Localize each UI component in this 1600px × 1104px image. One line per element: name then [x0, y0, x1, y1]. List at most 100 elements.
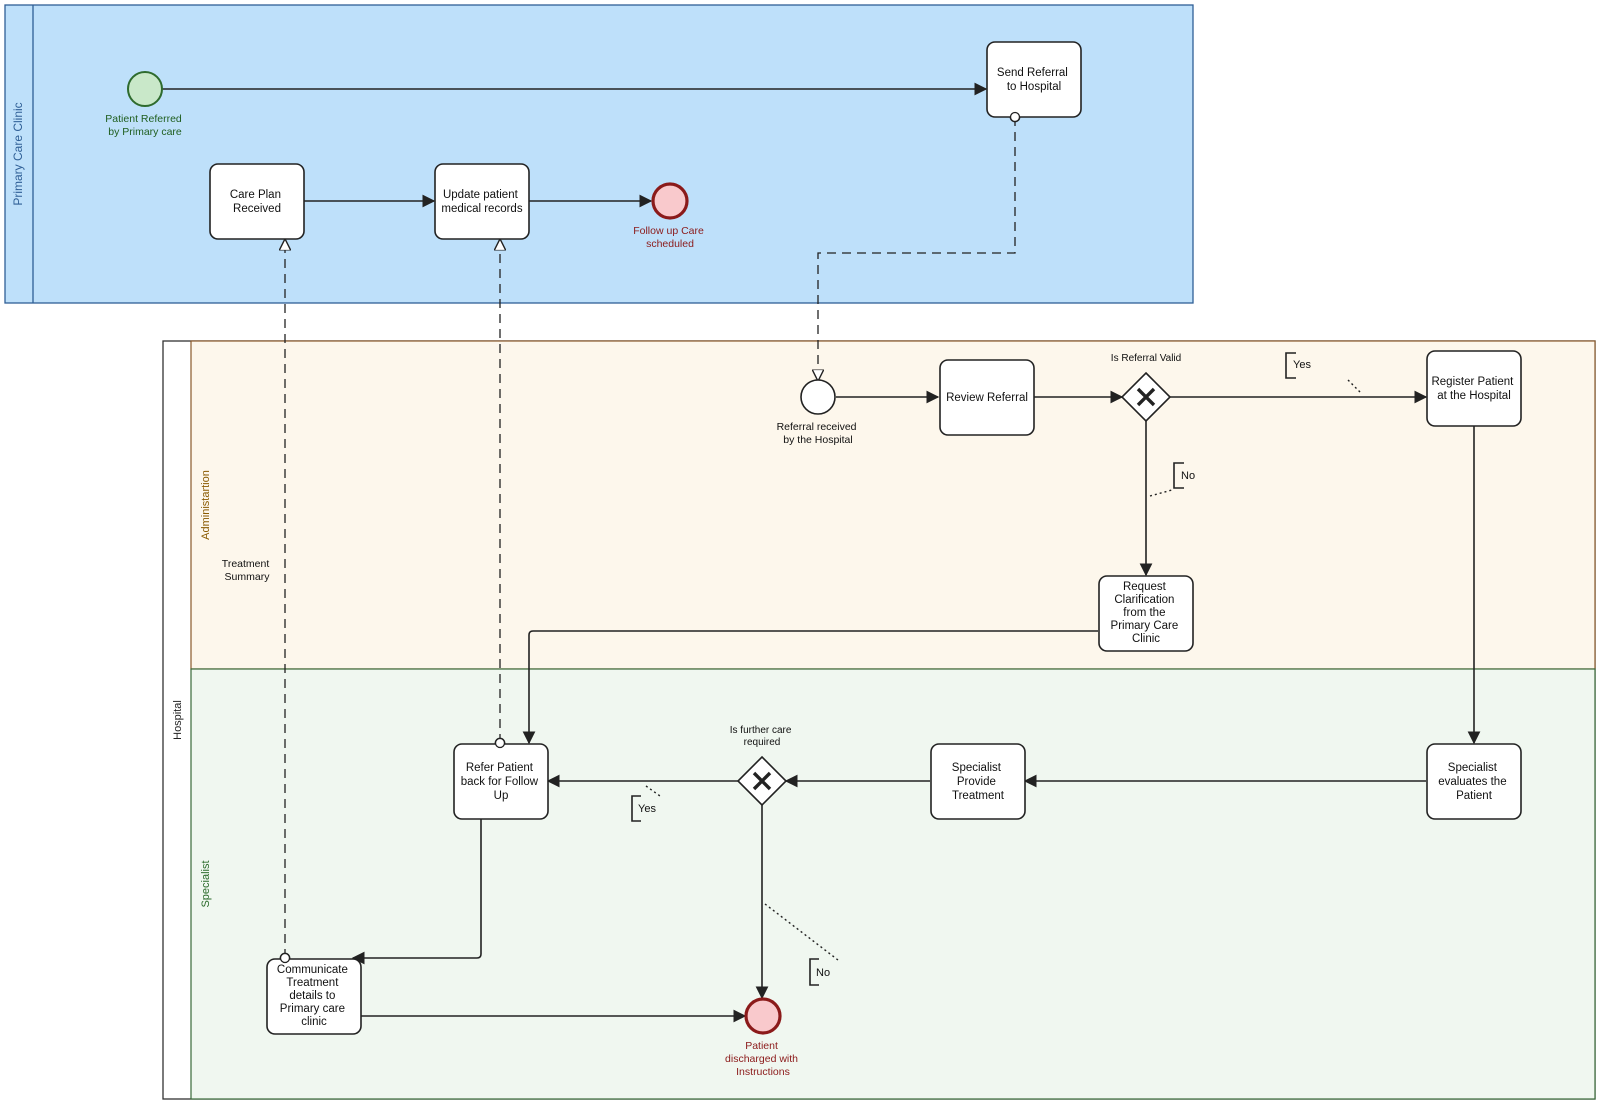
pool-label-hospital: Hospital	[172, 700, 184, 740]
start-event-patient-referred: Patient Referred by Primary care	[105, 71, 184, 138]
task-care-plan-received: Care Plan Received	[209, 163, 305, 240]
svg-text:Request Clarification: Request Clarification from the Primary C…	[1111, 581, 1182, 645]
task-clarification-line3: from the	[1123, 607, 1165, 619]
end-event-discharged-line3: Instructions	[736, 1066, 790, 1078]
message-flow-referral	[818, 117, 1015, 380]
task-update-records-line1: Update patient	[443, 189, 519, 201]
svg-text:Follow up Care scheduled: Follow up Care scheduled	[633, 225, 707, 250]
lane-label-administration: Administartion	[200, 470, 212, 540]
svg-text:Specialist Provide: Specialist Provide Treatment	[952, 762, 1005, 802]
svg-text:Register Patient at the: Register Patient at the Hospital	[1431, 376, 1516, 402]
task-send-referral: Send Referral to Hospital	[986, 41, 1082, 118]
gateway-further-care: Is further care required	[730, 725, 794, 807]
task-review-referral-line1: Review Referral	[946, 392, 1028, 404]
task-care-plan-line2: Received	[233, 203, 281, 215]
start-event-label-line2: by Primary care	[108, 126, 182, 138]
task-refer-back-line3: Up	[494, 790, 509, 802]
annotation-connector-referral-yes	[1347, 379, 1363, 395]
gateway-referral-valid: Is Referral Valid	[1111, 353, 1181, 423]
gateway-referral-valid-label: Is Referral Valid	[1111, 353, 1181, 364]
svg-text:Is further care required: Is further care required	[730, 725, 794, 748]
task-treatment-line1: Specialist	[952, 762, 1002, 774]
task-clarification-line2: Clarification	[1114, 594, 1174, 606]
task-treatment-line2: Provide	[957, 776, 996, 788]
end-event-discharged-line1: Patient	[745, 1040, 778, 1052]
end-event-follow-up-line1: Follow up Care	[633, 225, 704, 237]
end-event-follow-up-scheduled: Follow up Care scheduled	[633, 182, 707, 250]
task-register-line2: at the Hospital	[1437, 390, 1511, 402]
svg-text:Send Referral to Hospita: Send Referral to Hospital	[997, 67, 1071, 93]
annotation-referral-yes: Yes	[1285, 352, 1311, 379]
svg-text:Referral received by the: Referral received by the Hospital	[777, 421, 860, 446]
treatment-summary-line1: Treatment	[222, 558, 270, 570]
svg-text:Update patient medical r: Update patient medical records	[441, 189, 522, 215]
start-event-received-line1: Referral received	[777, 421, 857, 433]
annotation-further-no-text: No	[816, 967, 830, 979]
task-clarification-line1: Request	[1123, 581, 1167, 593]
start-event-referral-received: Referral received by the Hospital	[777, 379, 860, 446]
svg-text:Specialist evaluates the: Specialist evaluates the Patient	[1438, 762, 1510, 802]
svg-text:Communicate Treatment: Communicate Treatment details to Primary…	[277, 964, 351, 1028]
sequence-flows	[162, 82, 1481, 1023]
task-update-records: Update patient medical records	[434, 163, 530, 240]
svg-text:Review Referral: Review Referral	[946, 392, 1028, 404]
task-review-referral: Review Referral	[939, 359, 1035, 436]
annotation-connectors	[645, 379, 1363, 961]
annotation-referral-yes-text: Yes	[1293, 359, 1311, 371]
task-specialist-treatment: Specialist Provide Treatment	[930, 743, 1026, 820]
annotation-further-no: No	[809, 958, 830, 986]
task-register-line1: Register Patient	[1431, 376, 1514, 388]
task-communicate-line3: details to	[289, 990, 335, 1002]
task-specialist-evaluates: Specialist evaluates the Patient	[1426, 743, 1522, 820]
task-communicate-line5: clinic	[301, 1016, 327, 1028]
end-event-follow-up-line2: scheduled	[646, 238, 694, 250]
svg-text:Treatment Summary: Treatment Summary	[222, 558, 272, 583]
task-refer-back: Refer Patient back for Follow Up	[453, 743, 549, 820]
annotation-connector-further-no	[764, 903, 839, 961]
flow-clarification-to-refer	[522, 630, 1098, 745]
gateway-further-care-line2: required	[744, 737, 781, 748]
message-flows	[285, 117, 1015, 958]
label-treatment-summary: Treatment Summary	[222, 558, 272, 583]
pool-label-primary-care: Primary Care Clinic	[11, 102, 25, 205]
task-send-referral-line1: Send Referral	[997, 67, 1068, 79]
svg-text:Care Plan Received: Care Plan Received	[230, 189, 284, 215]
svg-text:Refer Patient back for F: Refer Patient back for Follow Up	[461, 762, 542, 802]
task-treatment-line3: Treatment	[952, 790, 1005, 802]
message-flow-origins	[279, 111, 1021, 964]
svg-text:Patient discharged with: Patient discharged with Instructions	[725, 1040, 801, 1078]
end-event-discharged-line2: discharged with	[725, 1053, 798, 1065]
annotation-referral-no-text: No	[1181, 470, 1195, 482]
task-evaluates-line1: Specialist	[1448, 762, 1498, 774]
task-clarification-line4: Primary Care	[1111, 620, 1179, 632]
task-request-clarification: Request Clarification from the Primary C…	[1098, 575, 1194, 652]
lane-label-specialist: Specialist	[200, 860, 212, 907]
pool-hospital: Hospital Administartion Specialist	[162, 340, 1596, 1100]
task-communicate-line4: Primary care	[280, 1003, 345, 1015]
treatment-summary-line2: Summary	[225, 571, 271, 583]
gateway-further-care-line1: Is further care	[730, 725, 792, 736]
annotation-connector-referral-no	[1149, 489, 1173, 497]
gateway-exclusive-x-icon	[1136, 387, 1156, 407]
task-evaluates-line3: Patient	[1456, 790, 1493, 802]
end-event-patient-discharged: Patient discharged with Instructions	[725, 997, 801, 1078]
task-register-patient: Register Patient at the Hospital	[1426, 350, 1522, 427]
annotation-referral-no: No	[1173, 462, 1195, 489]
task-send-referral-line2: to Hospital	[1007, 81, 1061, 93]
task-update-records-line2: medical records	[441, 203, 522, 215]
task-care-plan-line1: Care Plan	[230, 189, 281, 201]
annotation-further-yes-text: Yes	[638, 803, 656, 815]
task-communicate-details: Communicate Treatment details to Primary…	[266, 958, 362, 1035]
task-clarification-line5: Clinic	[1132, 633, 1160, 645]
task-refer-back-line2: back for Follow	[461, 776, 539, 788]
task-refer-back-line1: Refer Patient	[466, 762, 534, 774]
annotation-further-yes: Yes	[631, 795, 656, 822]
gateway-exclusive-x-icon	[752, 771, 772, 791]
svg-text:Patient Referred by Prim: Patient Referred by Primary care	[105, 113, 184, 138]
task-communicate-line1: Communicate	[277, 964, 348, 976]
task-evaluates-line2: evaluates the	[1438, 776, 1506, 788]
start-event-received-line2: by the Hospital	[783, 434, 852, 446]
start-event-label-line1: Patient Referred	[105, 113, 182, 125]
flow-refer-to-communicate	[351, 818, 482, 965]
